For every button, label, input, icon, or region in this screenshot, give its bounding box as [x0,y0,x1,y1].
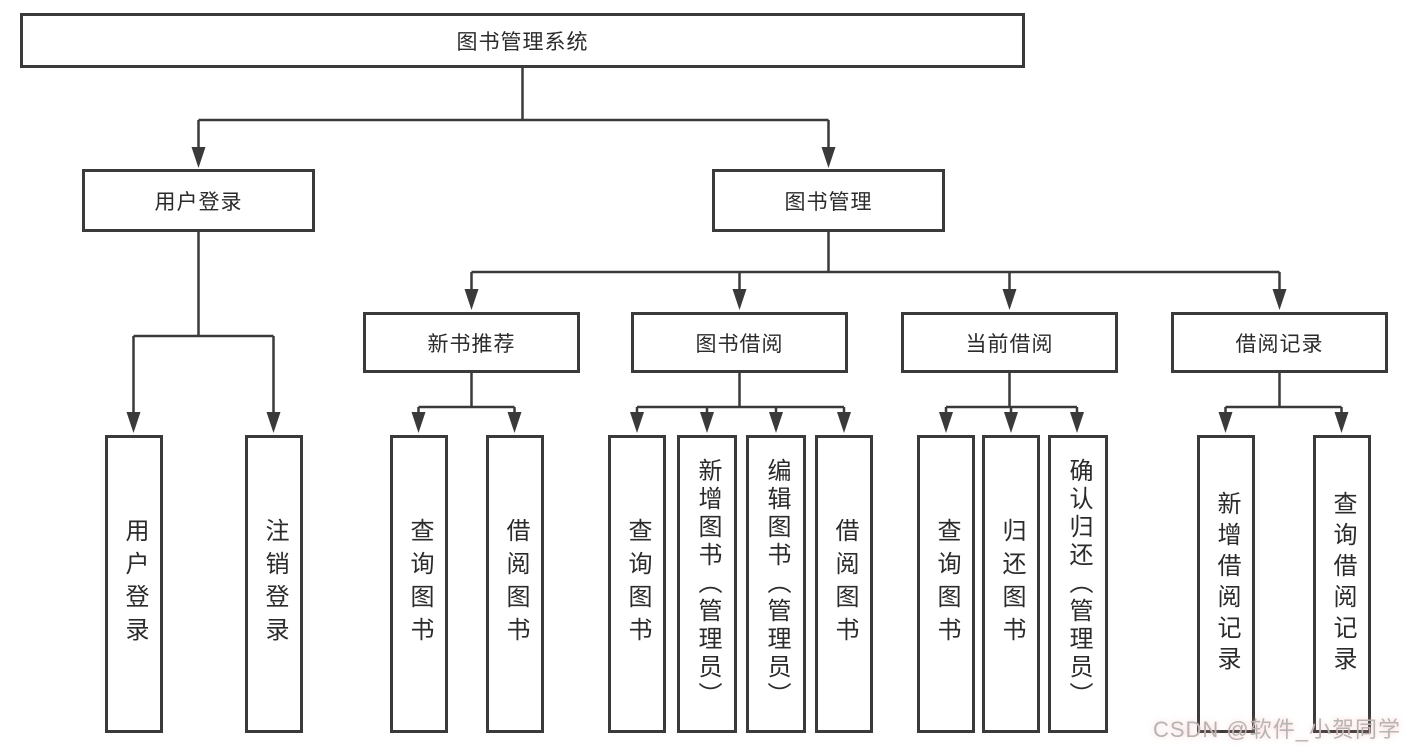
node-borrow-records: 借阅记录 [1171,312,1388,373]
leaf-add-books-admin: 新增图书（管理员） [677,435,737,733]
leaf-confirm-return-admin: 确认归还（管理员） [1048,435,1108,733]
node-new-book-recommend: 新书推荐 [363,312,580,373]
csdn-watermark: CSDN @软件_小贺同学 [1152,717,1401,742]
leaf-borrow-books-recommend: 借阅图书 [486,435,544,733]
leaf-label: 借阅图书 [502,518,529,650]
node-current-borrow: 当前借阅 [901,312,1118,373]
node-user-login: 用户登录 [82,169,315,232]
leaf-label: 编辑图书（管理员） [763,458,790,710]
leaf-label: 新增图书（管理员） [694,458,721,710]
node-label: 当前借阅 [965,332,1054,356]
node-label: 用户登录 [154,190,243,214]
leaf-edit-books-admin: 编辑图书（管理员） [746,435,806,733]
node-label: 借阅记录 [1235,332,1324,356]
leaf-label: 用户登录 [121,518,148,650]
node-label: 图书管理系统 [456,30,589,54]
leaf-label: 新增借阅记录 [1213,491,1240,677]
leaf-logout: 注销登录 [245,435,303,733]
leaf-label: 查询图书 [624,518,651,650]
leaf-label: 注销登录 [261,518,288,650]
leaf-borrow-books: 借阅图书 [815,435,873,733]
leaf-label: 归还图书 [998,518,1025,650]
leaf-query-books-recommend: 查询图书 [390,435,448,733]
node-label: 新书推荐 [427,332,516,356]
leaf-label: 借阅图书 [831,518,858,650]
leaf-label: 查询借阅记录 [1329,491,1356,677]
leaf-query-borrow-record: 查询借阅记录 [1313,435,1371,733]
leaf-label: 查询图书 [933,518,960,650]
node-book-borrow: 图书借阅 [631,312,848,373]
node-book-management: 图书管理 [712,169,945,232]
leaf-add-borrow-record: 新增借阅记录 [1197,435,1255,733]
leaf-query-books-borrow: 查询图书 [608,435,666,733]
node-label: 图书借阅 [695,332,784,356]
leaf-user-login: 用户登录 [105,435,163,733]
leaf-query-books-current: 查询图书 [917,435,975,733]
node-label: 图书管理 [784,190,873,214]
leaf-label: 查询图书 [406,518,433,650]
leaf-return-books: 归还图书 [982,435,1040,733]
leaf-label: 确认归还（管理员） [1065,458,1092,710]
node-library-management-system: 图书管理系统 [20,13,1025,68]
